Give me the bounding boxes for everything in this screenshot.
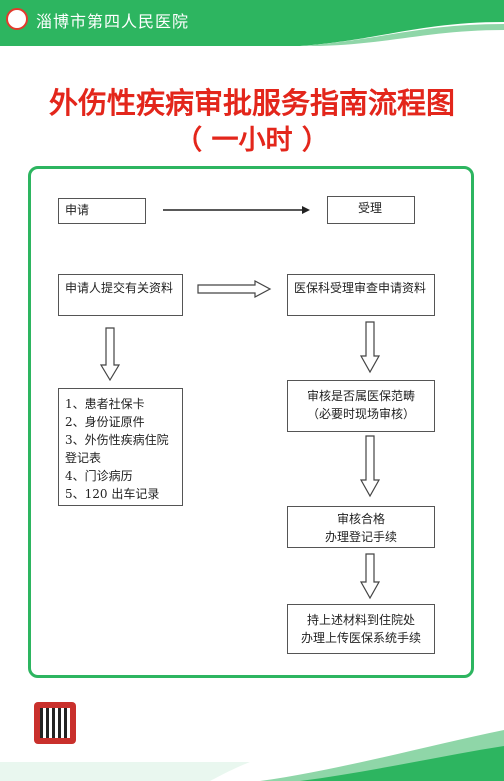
approved-box: 审核合格 办理登记手续 [287,506,435,548]
submit-box: 申请人提交有关资料 [58,274,183,316]
arrow-submit-review [197,280,272,298]
accept-box: 受理 [327,196,415,224]
hospital-name: 淄博市第四人民医院 [36,12,190,31]
arrow-review-check [359,321,381,374]
arrow-check-approved [359,435,381,498]
final-line2: 办理上传医保系统手续 [300,631,421,645]
page-subtitle: （ 一小时 ） [175,125,329,156]
arrow-submit-materials [99,327,121,382]
check-box: 审核是否属医保范畴 （必要时现场审核） [287,380,435,432]
submit-label: 申请人提交有关资料 [65,281,174,295]
review-box: 医保科受理审查申请资料 [287,274,435,316]
final-box: 持上述材料到住院处 办理上传医保系统手续 [287,604,435,654]
final-line1: 持上述材料到住院处 [306,613,415,627]
materials-box: 1、患者社保卡 2、身份证原件 3、外伤性疾病住院 登记表 4、门诊病历 5、1… [58,388,183,506]
material-item: 2、身份证原件 [65,415,145,429]
footer-band [0,730,504,781]
header-band [0,0,504,46]
apply-box: 申请 [58,198,146,224]
approved-line1: 审核合格 [336,512,385,526]
page-title: 外伤性疾病审批服务指南流程图 [48,86,455,120]
qr-code-inner [40,708,70,738]
approved-line2: 办理登记手续 [324,530,397,544]
arrow-approved-final [359,553,381,600]
material-item: 5、120 出车记录 [65,487,160,501]
material-item: 3、外伤性疾病住院 [65,433,169,447]
material-item: 4、门诊病历 [65,469,133,483]
arrow-apply-accept [163,206,310,214]
check-line1: 审核是否属医保范畴 [306,389,415,403]
check-line2: （必要时现场审核） [306,407,415,421]
review-label: 医保科受理审查申请资料 [294,281,427,295]
hospital-logo-icon [6,8,28,30]
flowchart-frame [28,166,474,678]
accept-label: 受理 [358,201,383,215]
apply-label: 申请 [65,203,90,217]
material-item: 登记表 [65,451,102,465]
material-item: 1、患者社保卡 [65,397,145,411]
